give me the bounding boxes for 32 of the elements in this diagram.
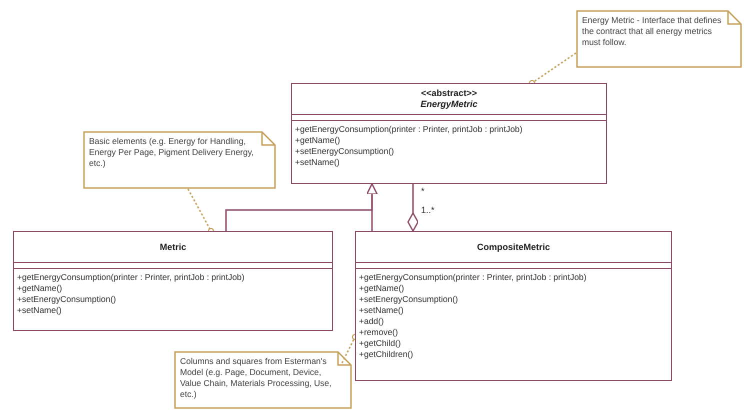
note [576, 10, 742, 68]
method-text: +getName() [359, 283, 404, 294]
stereotype-label: <<abstract>> [420, 88, 478, 99]
method-text: +add() [359, 316, 384, 327]
note [83, 131, 276, 189]
method-text: +getName() [295, 135, 340, 146]
class-box [355, 231, 672, 381]
note-text: Columns and squares from Esterman's Model (e.g. Page, Document, Device, Value Chain, Materials Processing, Use, etc.) [180, 356, 332, 400]
method-text: +getEnergyConsumption(printer : Printer, printJob : printJob) [295, 124, 522, 135]
note-text: Energy Metric - Interface that defines the contract that all energy metrics must follow. [582, 15, 722, 48]
method-text: +setEnergyConsumption() [359, 294, 458, 305]
class-box [13, 231, 333, 331]
method-text: +getEnergyConsumption(printer : Printer, printJob : printJob) [17, 272, 244, 283]
multiplicity-label: 1..* [421, 205, 435, 216]
method-text: +getEnergyConsumption(printer : Printer, printJob : printJob) [359, 272, 586, 283]
method-text: +getName() [17, 283, 62, 294]
note-text: Basic elements (e.g. Energy for Handling, Energy Per Page, Pigment Delivery Energy, etc.) [89, 136, 255, 169]
class-name: Metric [160, 242, 186, 252]
class-name: EnergyMetric [420, 99, 478, 110]
method-text: +getChild() [359, 338, 401, 349]
connector-arrow [366, 183, 378, 231]
multiplicity-label: * [421, 186, 425, 197]
method-text: +setName() [295, 157, 340, 168]
method-text: +setName() [17, 305, 62, 316]
class-box [291, 83, 607, 184]
method-text: +setEnergyConsumption() [17, 294, 116, 305]
note [174, 351, 352, 409]
method-text: +remove() [359, 327, 398, 338]
method-text: +getChildren() [359, 349, 414, 360]
class-name: CompositeMetric [476, 242, 550, 252]
method-text: +setName() [359, 305, 404, 316]
method-text: +setEnergyConsumption() [295, 146, 394, 157]
